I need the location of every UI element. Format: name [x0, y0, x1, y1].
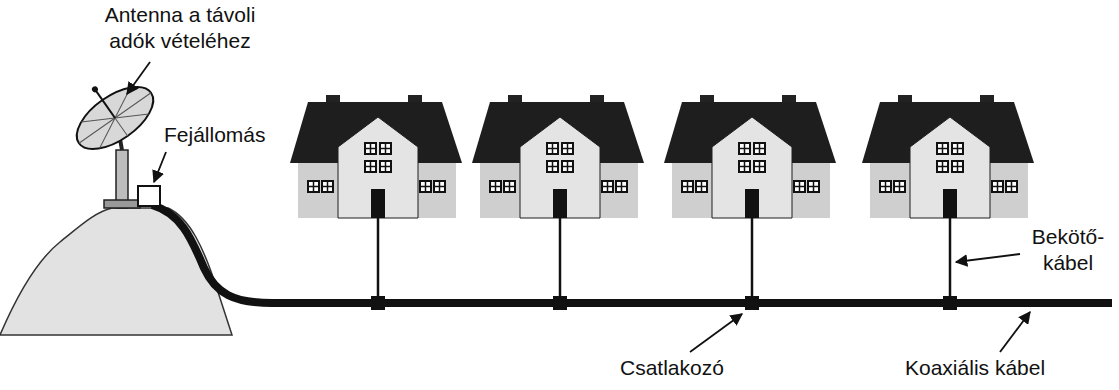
antenna-label: Antenna a távoli adók vételéhez — [92, 2, 268, 53]
drop-cable-label: Bekötő- kábel — [1022, 224, 1114, 275]
connector-label: Csatlakozó — [620, 355, 724, 381]
head-end-label: Fejállomás — [164, 122, 266, 148]
coaxial-cable — [152, 205, 1112, 303]
coax-label: Koaxiális kábel — [905, 355, 1045, 381]
drop-cables — [378, 218, 950, 300]
hill — [0, 208, 232, 335]
tap-connectors — [371, 296, 957, 310]
leader-lines — [127, 62, 1030, 352]
houses — [290, 95, 1034, 218]
antenna-dish — [57, 62, 163, 208]
head-end-box — [138, 186, 160, 206]
